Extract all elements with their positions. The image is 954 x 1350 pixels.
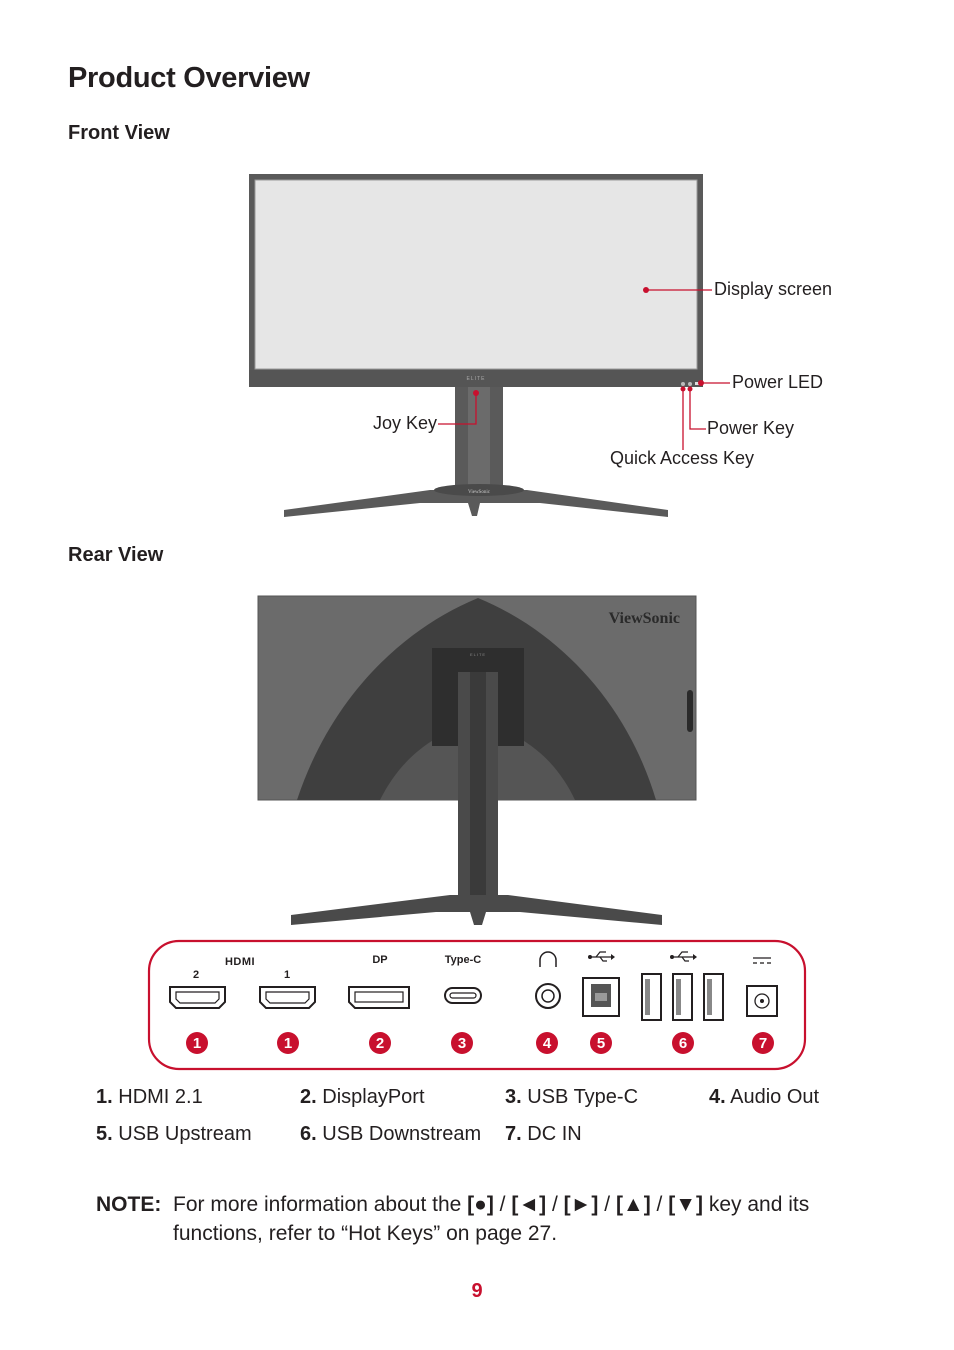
svg-text:1: 1 xyxy=(193,1035,201,1052)
badge-5 xyxy=(590,1032,612,1054)
svg-text:4: 4 xyxy=(543,1035,552,1052)
svg-text:Type-C: Type-C xyxy=(445,954,482,966)
badge-6 xyxy=(672,1032,694,1054)
headphone-icon xyxy=(539,951,557,967)
badge-7 xyxy=(752,1032,774,1054)
front-stand-base xyxy=(284,490,668,517)
legend-item-4: 4. Audio Out xyxy=(709,1086,820,1108)
svg-text:5: 5 xyxy=(597,1035,605,1052)
svg-text:1: 1 xyxy=(284,969,290,981)
bezel-logo: ELITE xyxy=(467,376,486,382)
page-title: Product Overview xyxy=(68,62,310,94)
legend-item-5: 5. USB Upstream xyxy=(96,1123,252,1145)
badge-4 xyxy=(536,1032,558,1054)
svg-text:2: 2 xyxy=(376,1035,384,1052)
stand-logo: ViewSonic xyxy=(468,490,491,495)
svg-text:6: 6 xyxy=(679,1035,687,1052)
svg-text:2: 2 xyxy=(193,969,199,981)
dc-in-port xyxy=(746,985,778,1017)
rear-stand-neck xyxy=(458,672,498,904)
hdmi-2-port xyxy=(169,986,226,1009)
usb-icon xyxy=(590,951,611,962)
svg-text:DP: DP xyxy=(372,954,387,966)
badge-2 xyxy=(369,1032,391,1054)
front-view-heading: Front View xyxy=(68,122,170,144)
callout-power-led: Power LED xyxy=(732,372,824,392)
port-panel xyxy=(147,939,807,1071)
note-label: NOTE: xyxy=(96,1193,162,1216)
note-text: For more information about the [●] / [◄]… xyxy=(173,1193,810,1245)
rear-mount xyxy=(432,648,524,746)
usb-upstream-port xyxy=(582,977,620,1017)
rear-brand-logo: ViewSonic xyxy=(609,610,680,627)
usb-icon-2 xyxy=(672,951,693,962)
hdmi-1-port xyxy=(259,986,316,1009)
legend-item-7: 7. DC IN xyxy=(505,1123,582,1145)
legend-item-2: 2. DisplayPort xyxy=(300,1086,425,1108)
dc-symbol-icon xyxy=(753,957,771,964)
legend-item-1: 1. HDMI 2.1 xyxy=(96,1086,203,1108)
page-number: 9 xyxy=(471,1280,483,1302)
svg-text:7: 7 xyxy=(759,1035,767,1052)
front-monitor-frame xyxy=(249,174,703,387)
display-screen xyxy=(254,179,698,370)
usb-a-port-2 xyxy=(672,973,693,1021)
badge-1b xyxy=(277,1032,299,1054)
badge-3 xyxy=(451,1032,473,1054)
rear-view-heading: Rear View xyxy=(68,544,164,566)
dp-port xyxy=(348,986,410,1009)
callout-power-key: Power Key xyxy=(707,418,795,438)
typec-port xyxy=(444,987,482,1004)
usb-a-port-3 xyxy=(703,973,724,1021)
legend-item-3: 3. USB Type-C xyxy=(505,1086,639,1108)
usb-a-port-1 xyxy=(641,973,662,1021)
svg-text:ELITE: ELITE xyxy=(470,652,486,657)
port-badges xyxy=(186,1032,774,1054)
badge-1a xyxy=(186,1032,208,1054)
svg-text:3: 3 xyxy=(458,1035,466,1052)
callout-quick-access-key: Quick Access Key xyxy=(610,448,755,468)
front-stand-neck xyxy=(455,386,503,494)
front-bezel xyxy=(249,370,703,387)
rear-stand-base xyxy=(291,895,662,925)
svg-text:1: 1 xyxy=(284,1035,292,1052)
hdmi-logo: HDMI xyxy=(225,956,255,968)
legend-item-6: 6. USB Downstream xyxy=(300,1123,482,1145)
callout-joy-key: Joy Key xyxy=(373,413,438,433)
rear-panel xyxy=(257,595,697,801)
callout-display-screen: Display screen xyxy=(714,279,833,299)
rear-dome xyxy=(297,598,656,800)
audio-port xyxy=(535,983,561,1009)
